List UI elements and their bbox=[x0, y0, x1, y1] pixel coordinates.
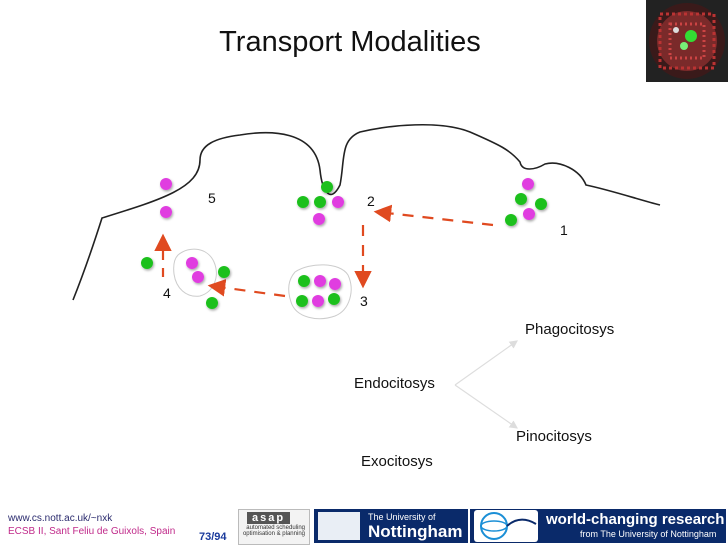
research-logo-line1: world-changing research bbox=[546, 511, 725, 528]
molecule-green bbox=[218, 266, 230, 278]
vesicle-step-4 bbox=[173, 248, 217, 297]
research-logo-line2: from The University of Nottingham bbox=[580, 529, 717, 539]
asap-logo-tagline: automated scheduling optimisation & plan… bbox=[242, 525, 305, 537]
molecule-magenta bbox=[160, 206, 172, 218]
molecule-magenta bbox=[314, 275, 326, 287]
term-endocitosys: Endocitosys bbox=[354, 375, 435, 392]
arrow-1-to-2 bbox=[373, 204, 494, 227]
corner-microarray-image bbox=[646, 0, 728, 82]
university-crest-icon bbox=[318, 512, 360, 540]
asap-logo-name: asap bbox=[247, 512, 291, 524]
molecule-green bbox=[328, 293, 340, 305]
page-number: 73/94 bbox=[199, 531, 227, 543]
molecule-magenta bbox=[186, 257, 198, 269]
molecule-magenta bbox=[312, 295, 324, 307]
term-pinocitosys: Pinocitosys bbox=[516, 428, 592, 445]
molecule-green bbox=[296, 295, 308, 307]
branch-to-pinocitosys bbox=[454, 384, 518, 429]
globe-icon bbox=[474, 510, 538, 542]
footer-info: www.cs.nott.ac.uk/~nxk ECSB II, Sant Fel… bbox=[8, 512, 175, 538]
term-exocitosys: Exocitosys bbox=[361, 453, 433, 470]
step-label-5: 5 bbox=[208, 190, 216, 206]
molecule-magenta bbox=[332, 196, 344, 208]
arrow-3-to-4 bbox=[207, 279, 286, 298]
asap-logo: asap automated scheduling optimisation &… bbox=[238, 509, 310, 545]
research-logo: world-changing research from The Univers… bbox=[470, 509, 726, 543]
molecule-magenta bbox=[313, 213, 325, 225]
molecule-magenta bbox=[522, 178, 534, 190]
molecule-magenta bbox=[160, 178, 172, 190]
molecule-green bbox=[505, 214, 517, 226]
vesicle-step-3 bbox=[288, 264, 352, 320]
molecule-green bbox=[515, 193, 527, 205]
university-logo: The University of Nottingham bbox=[314, 509, 468, 543]
molecule-magenta bbox=[192, 271, 204, 283]
step-label-3: 3 bbox=[360, 293, 368, 309]
footer-conference: ECSB II, Sant Feliu de Guixols, Spain bbox=[8, 526, 176, 537]
branch-to-phagocitosys bbox=[454, 340, 518, 386]
molecule-green bbox=[321, 181, 333, 193]
slide-title: Transport Modalities bbox=[219, 26, 481, 58]
molecule-green bbox=[141, 257, 153, 269]
step-label-2: 2 bbox=[367, 193, 375, 209]
molecule-magenta bbox=[329, 278, 341, 290]
molecule-green bbox=[535, 198, 547, 210]
footer-url[interactable]: www.cs.nott.ac.uk/~nxk bbox=[8, 513, 113, 524]
step-label-4: 4 bbox=[163, 285, 171, 301]
cell-membrane bbox=[72, 123, 661, 301]
molecule-green bbox=[298, 275, 310, 287]
university-logo-line1: The University of bbox=[368, 512, 436, 522]
university-logo-line2: Nottingham bbox=[368, 522, 463, 541]
term-phagocitosys: Phagocitosys bbox=[525, 321, 615, 338]
step-label-1: 1 bbox=[560, 222, 568, 238]
molecule-magenta bbox=[523, 208, 535, 220]
molecule-green bbox=[206, 297, 218, 309]
molecule-green bbox=[297, 196, 309, 208]
molecule-green bbox=[314, 196, 326, 208]
